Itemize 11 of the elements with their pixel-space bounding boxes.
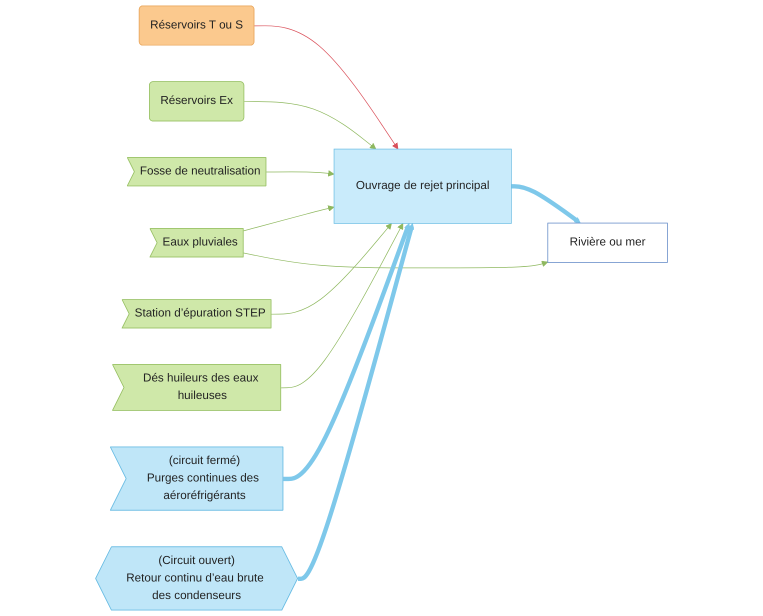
arrow (244, 101, 376, 150)
arrow (266, 170, 334, 177)
node-box: Rivière ou mer (547, 222, 668, 263)
arrow (271, 223, 392, 315)
arrow (280, 223, 404, 388)
node-box: Ouvrage de rejet principal (334, 148, 512, 224)
arrow (511, 184, 581, 224)
arrow (254, 25, 398, 150)
arrow (243, 252, 548, 268)
arrow (283, 223, 410, 482)
arrow (243, 205, 334, 232)
